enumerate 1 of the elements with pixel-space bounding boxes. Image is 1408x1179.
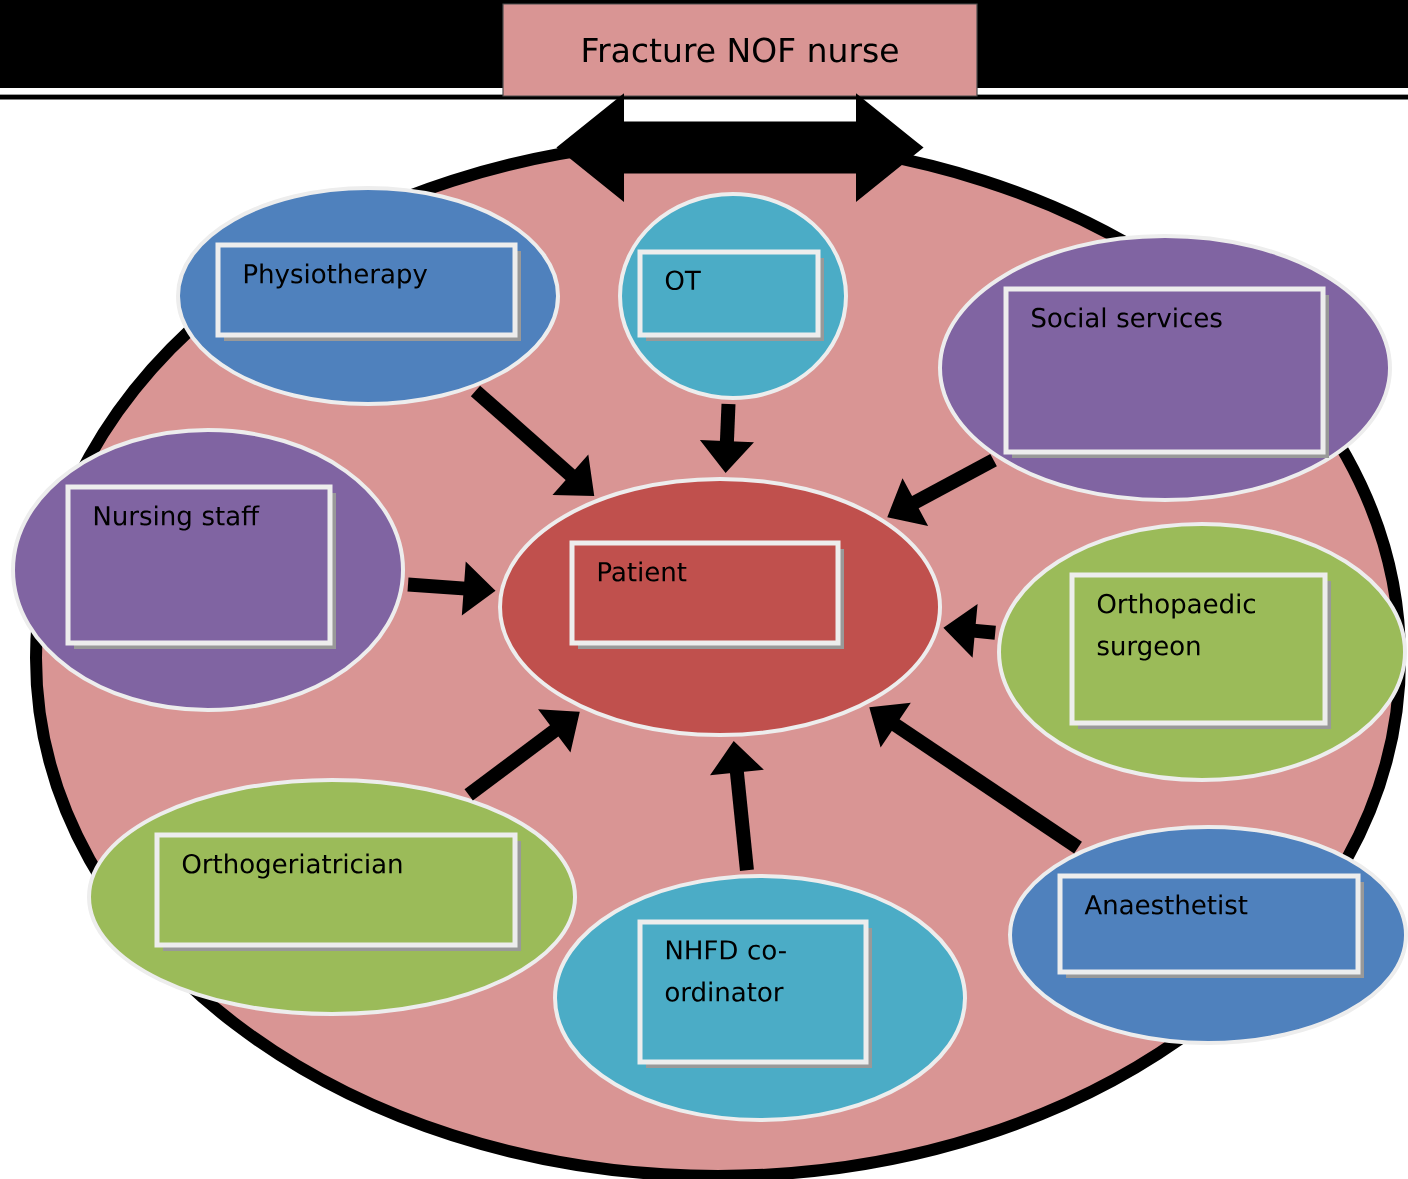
- title-box: Fracture NOF nurse: [502, 3, 978, 97]
